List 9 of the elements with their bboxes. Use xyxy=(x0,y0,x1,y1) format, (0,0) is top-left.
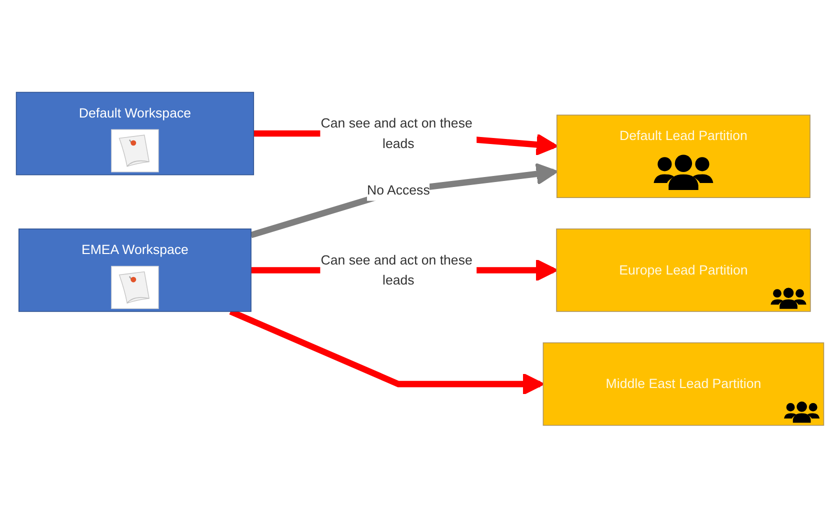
node-box: Default Lead Partition xyxy=(556,114,810,198)
node-box: Default Workspace xyxy=(16,92,254,176)
edge-label: Can see and act on these leads xyxy=(320,116,472,151)
edge-label: Can see and act on these leads xyxy=(320,252,472,288)
node-box: Europe Lead Partition xyxy=(556,228,811,312)
node-box: EMEA Workspace xyxy=(18,228,252,312)
node-box: Middle East Lead Partition xyxy=(542,342,824,426)
edge-label: No Access xyxy=(367,183,430,198)
arrow xyxy=(250,162,558,238)
